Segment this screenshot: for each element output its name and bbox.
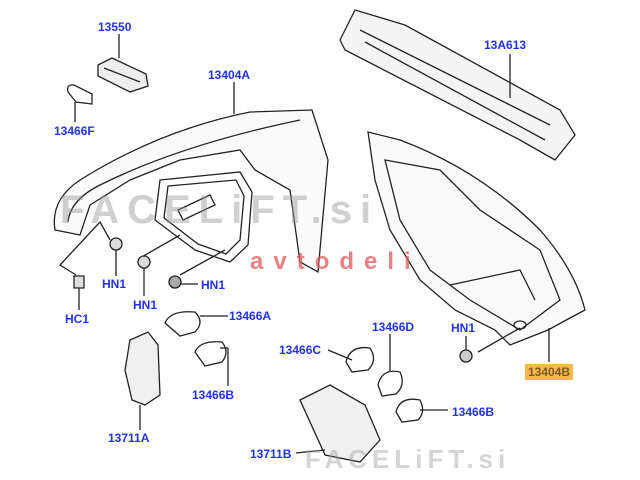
part-label-13550[interactable]: 13550 <box>98 20 132 34</box>
holder-13711B <box>295 334 448 463</box>
holder-13711A <box>124 311 229 430</box>
lamp-13404A <box>53 82 329 310</box>
bulb-13466F <box>66 84 93 122</box>
part-label-hn1[interactable]: HN1 <box>201 278 226 292</box>
part-label-13A613[interactable]: 13A613 <box>484 38 527 52</box>
part-label-hn1[interactable]: HN1 <box>451 321 476 335</box>
lamp-13A613 <box>339 9 576 161</box>
part-label-hn1[interactable]: HN1 <box>102 277 127 291</box>
part-label-13466D[interactable]: 13466D <box>372 320 415 334</box>
connector-13550 <box>97 34 149 93</box>
lamp-13404B <box>367 131 586 363</box>
part-label-13404B-highlighted[interactable]: 13404B <box>525 364 574 380</box>
part-label-13466B-right[interactable]: 13466B <box>452 405 495 419</box>
part-label-hc1[interactable]: HC1 <box>65 312 90 326</box>
part-label-13711A[interactable]: 13711A <box>108 431 150 445</box>
part-label-13466B-left[interactable]: 13466B <box>192 388 235 402</box>
part-label-13466F[interactable]: 13466F <box>54 124 95 138</box>
part-label-13404A[interactable]: 13404A <box>208 68 251 82</box>
part-label-13711B[interactable]: 13711B <box>250 447 292 461</box>
part-label-13466A[interactable]: 13466A <box>229 309 272 323</box>
part-label-13466C[interactable]: 13466C <box>279 343 322 357</box>
part-label-hn1[interactable]: HN1 <box>133 298 158 312</box>
